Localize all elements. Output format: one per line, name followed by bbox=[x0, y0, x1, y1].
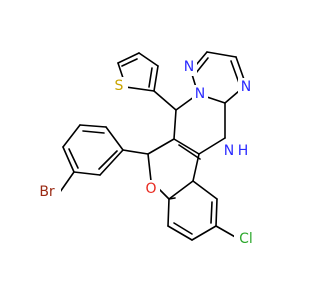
molecule-structure: S N N N N H O Br Cl bbox=[35, 51, 258, 248]
bond bbox=[82, 130, 105, 134]
thiophene-sulfur-label: S bbox=[115, 78, 124, 94]
bond bbox=[230, 60, 240, 84]
bond bbox=[105, 126, 124, 151]
bond bbox=[138, 52, 159, 67]
triazole-nitrogen-right-label: N bbox=[241, 79, 251, 95]
bromine-label: Br bbox=[39, 184, 55, 200]
bond bbox=[122, 149, 149, 155]
bond bbox=[173, 138, 200, 155]
bond bbox=[173, 109, 177, 140]
bond bbox=[192, 180, 218, 200]
pyran-oxygen-label: O bbox=[145, 181, 156, 197]
chlorine-label: Cl bbox=[239, 231, 253, 247]
bond bbox=[59, 171, 75, 193]
bond bbox=[167, 225, 193, 241]
atom-label-layer: S N N N N H O Br Cl bbox=[35, 58, 258, 248]
triazole-nitrogen-top-label: N bbox=[184, 59, 194, 75]
bond bbox=[178, 144, 201, 160]
bond bbox=[148, 67, 153, 88]
bond bbox=[98, 150, 118, 170]
bond bbox=[153, 65, 159, 92]
bond bbox=[79, 124, 107, 128]
bond bbox=[195, 57, 209, 74]
bond-layer bbox=[59, 51, 247, 241]
bond bbox=[198, 137, 226, 155]
bond bbox=[73, 171, 101, 176]
bond bbox=[215, 225, 238, 239]
bond bbox=[206, 51, 237, 58]
triazole-bridge-nitrogen-label: N bbox=[195, 86, 205, 102]
bond bbox=[167, 198, 170, 227]
bond bbox=[117, 52, 140, 64]
bond bbox=[215, 198, 218, 227]
bond bbox=[153, 90, 177, 111]
amine-nitrogen-label: N bbox=[224, 143, 234, 159]
bond bbox=[68, 148, 79, 169]
bond bbox=[173, 222, 193, 235]
bond bbox=[125, 86, 155, 92]
bond bbox=[168, 180, 194, 200]
bond bbox=[99, 149, 124, 176]
bond bbox=[147, 138, 175, 155]
bond bbox=[192, 153, 200, 182]
bond bbox=[191, 225, 217, 241]
amine-hydrogen-label: H bbox=[238, 143, 249, 159]
bond bbox=[62, 146, 75, 173]
bond bbox=[121, 58, 138, 67]
bond bbox=[210, 201, 213, 224]
bond bbox=[168, 197, 176, 200]
bond bbox=[62, 124, 81, 148]
bond bbox=[147, 153, 152, 182]
